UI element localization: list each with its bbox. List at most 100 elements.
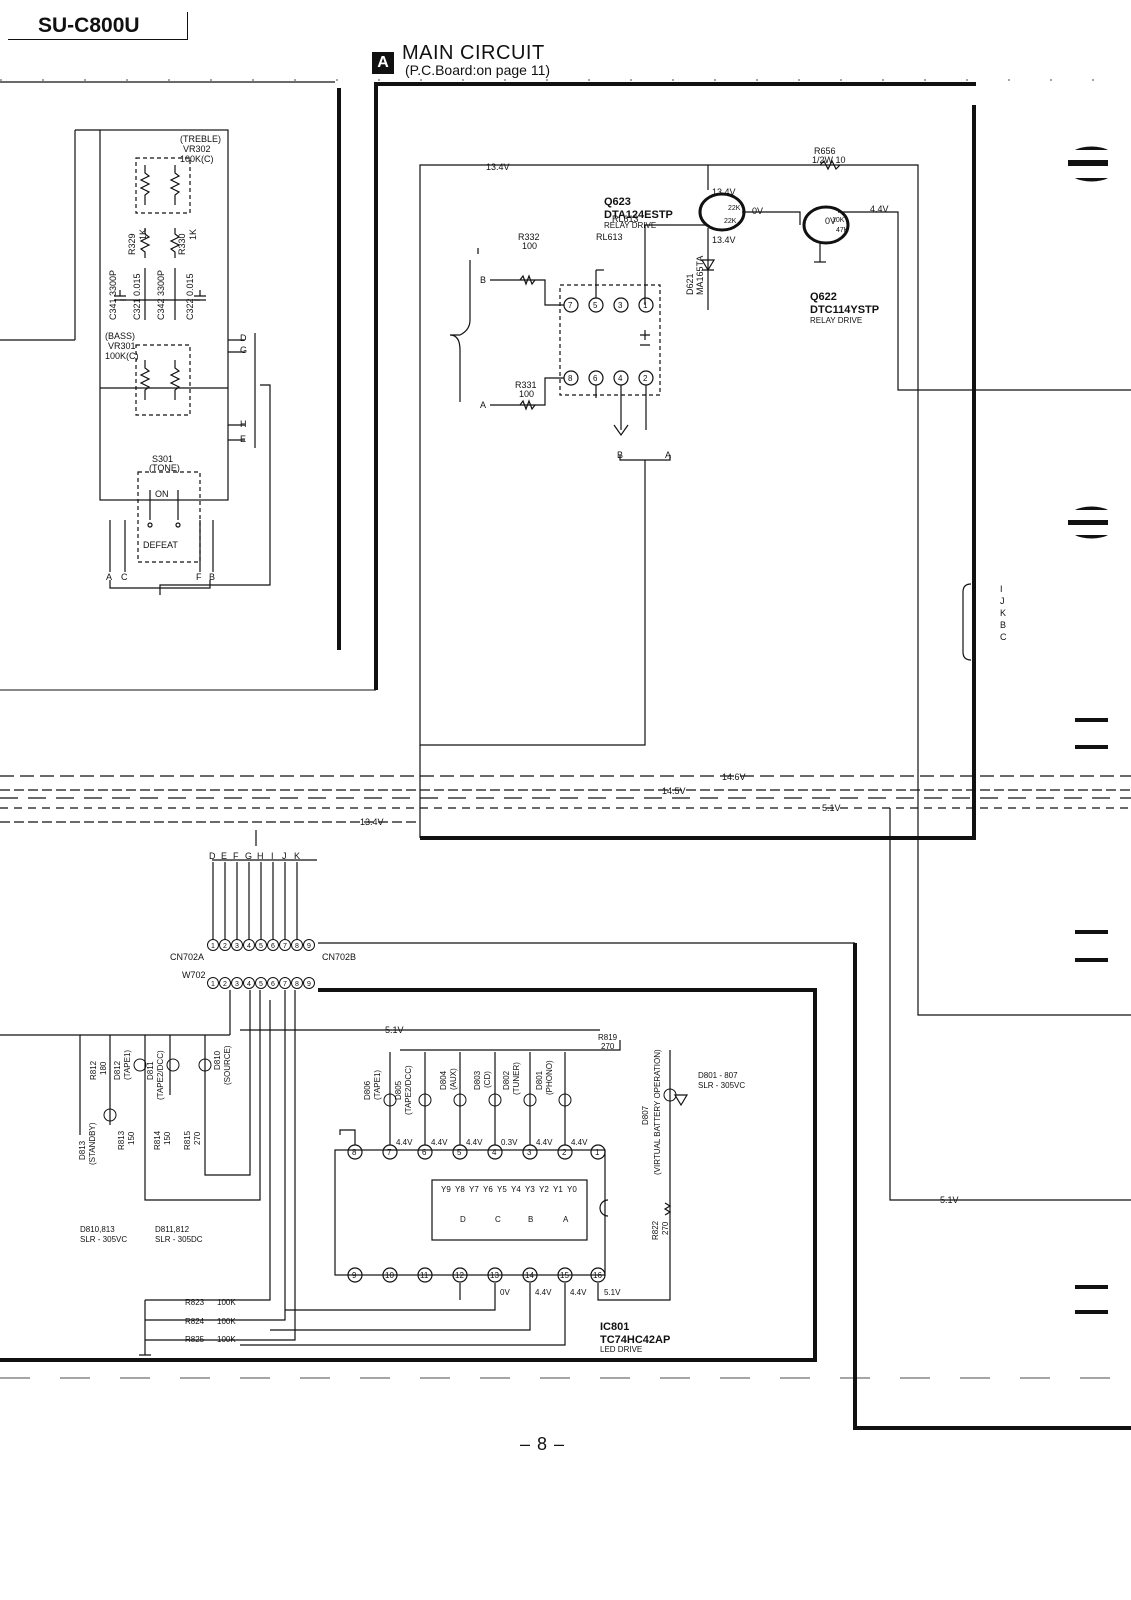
- d807-label: D807: [641, 1105, 650, 1125]
- ic-out-y3: Y3: [525, 1185, 535, 1194]
- bus-letter-i: I: [271, 851, 274, 861]
- w702-pin-1: 1: [211, 981, 215, 988]
- bus-letter-f: F: [233, 851, 239, 861]
- r331-value: 100: [519, 389, 534, 399]
- r330-label: R330: [177, 233, 187, 255]
- bus-letter-j: J: [282, 851, 287, 861]
- right-conn-i: I: [1000, 584, 1003, 594]
- relay-pin-5: 5: [593, 301, 598, 310]
- bus-letter-k: K: [294, 851, 300, 861]
- ic-pin-14: 14: [525, 1271, 534, 1280]
- ic-out-y8: Y8: [455, 1185, 465, 1194]
- vr302-label-2: VR302: [183, 144, 211, 154]
- relay-pin-2: 2: [643, 374, 648, 383]
- q623-r1: 22K: [728, 205, 741, 212]
- ic-pin-12: 12: [455, 1271, 464, 1280]
- d805-label: D805: [394, 1080, 403, 1100]
- r656-label: R656: [814, 146, 836, 156]
- ic-out-y6: Y6: [483, 1185, 493, 1194]
- w702-pin-8: 8: [295, 981, 299, 988]
- q623-func: RELAY DRIVE: [604, 221, 656, 230]
- right-conn-b: B: [1000, 620, 1006, 630]
- r824-value: 100K: [217, 1317, 236, 1326]
- d621-part: MA165TA: [695, 256, 705, 295]
- vr301-label-2: VR301: [108, 341, 136, 351]
- cn702a-pin-5: 5: [259, 943, 263, 950]
- r331-label: R331: [515, 380, 537, 390]
- led-note-left2-1: D811,812: [155, 1225, 190, 1234]
- s301-func: (TONE): [149, 463, 180, 473]
- d807-func: (VIRTUAL BATTERY OPERATION): [653, 1049, 662, 1175]
- r825-value: 100K: [217, 1335, 236, 1344]
- r822-label: R822: [651, 1220, 660, 1240]
- w702-pin-9: 9: [307, 981, 311, 988]
- ic-out-y1: Y1: [553, 1185, 563, 1194]
- d806-func: (TAPE1): [373, 1070, 382, 1100]
- w702-pin-2: 2: [223, 981, 227, 988]
- ic-v-pin2: 4.4V: [571, 1138, 588, 1147]
- d811-func: (TAPE2/DCC): [156, 1050, 165, 1100]
- w702-pin-5: 5: [259, 981, 263, 988]
- ic801-part: TC74HC42AP: [600, 1334, 670, 1346]
- q623-r2: 22K: [724, 218, 737, 225]
- v-q623-base: 0V: [752, 206, 763, 216]
- c342-label: C342 3300P: [156, 270, 166, 320]
- q623-part: DTA124ESTP: [604, 209, 673, 221]
- d803-func: (CD): [483, 1071, 492, 1088]
- q622-name: Q622: [810, 291, 837, 303]
- tone-pin-a: A: [106, 572, 112, 582]
- c322-label: C322 0.015: [185, 273, 195, 320]
- ic-out-y0: Y0: [567, 1185, 577, 1194]
- r332-value: 100: [522, 241, 537, 251]
- v-5-1-bus: 5.1V: [822, 803, 841, 813]
- ic-v-pin4: 0.3V: [501, 1138, 518, 1147]
- r330-value: 1K: [188, 229, 198, 240]
- q622-func: RELAY DRIVE: [810, 316, 862, 325]
- tone-pin-d: D: [240, 333, 247, 343]
- ic-in-b: B: [528, 1215, 533, 1224]
- relay-out-a: A: [665, 450, 671, 460]
- cn702a-pin-2: 2: [223, 943, 227, 950]
- ic-in-d: D: [460, 1215, 466, 1224]
- tone-pin-g: G: [240, 345, 247, 355]
- d812-func: (TAPE1): [123, 1050, 132, 1080]
- switch-on-label: ON: [155, 489, 169, 499]
- d803-label: D803: [473, 1070, 482, 1090]
- r823-value: 100K: [217, 1298, 236, 1307]
- d802-func: (TUNER): [512, 1062, 521, 1095]
- ic-v-pin14: 4.4V: [535, 1288, 552, 1297]
- ic-pin-15: 15: [560, 1271, 569, 1280]
- w702-pin-3: 3: [235, 981, 239, 988]
- relay-pin-1: 1: [643, 301, 648, 310]
- c341-label: C341 3300P: [108, 270, 118, 320]
- v-13-4-supply: 13.4V: [486, 162, 510, 172]
- ic-pin-8: 8: [352, 1148, 357, 1157]
- r814-value: 150: [163, 1131, 172, 1145]
- v-q622-base: 0V: [825, 216, 836, 226]
- ic-out-y5: Y5: [497, 1185, 507, 1194]
- tone-pin-f: F: [196, 572, 202, 582]
- q622-r1: 10K: [832, 217, 845, 224]
- ic-v-pin16: 5.1V: [604, 1288, 621, 1297]
- q623-name: Q623: [604, 196, 631, 208]
- bus-letter-g: G: [245, 851, 252, 861]
- v-q622-collector: 4.4V: [870, 204, 889, 214]
- led-note-left1-2: SLR - 305VC: [80, 1235, 127, 1244]
- ic-pin-16: 16: [593, 1271, 602, 1280]
- v-14-5-bus: 14.5V: [662, 786, 686, 796]
- relay-in-a: A: [480, 400, 486, 410]
- right-conn-c: C: [1000, 632, 1007, 642]
- vr302-label-1: (TREBLE): [180, 134, 221, 144]
- switch-defeat-label: DEFEAT: [143, 540, 178, 550]
- r815-value: 270: [193, 1131, 202, 1145]
- right-conn-j: J: [1000, 596, 1005, 606]
- page-number: – 8 –: [520, 1434, 566, 1454]
- r813-value: 150: [127, 1131, 136, 1145]
- q622-r2: 47K: [836, 227, 849, 234]
- ic-pin-13: 13: [490, 1271, 499, 1280]
- relay-pin-4: 4: [618, 374, 623, 383]
- ic-pin-9: 9: [352, 1271, 357, 1280]
- ic-v-pin5: 4.4V: [466, 1138, 483, 1147]
- bus-letter-h: H: [257, 851, 264, 861]
